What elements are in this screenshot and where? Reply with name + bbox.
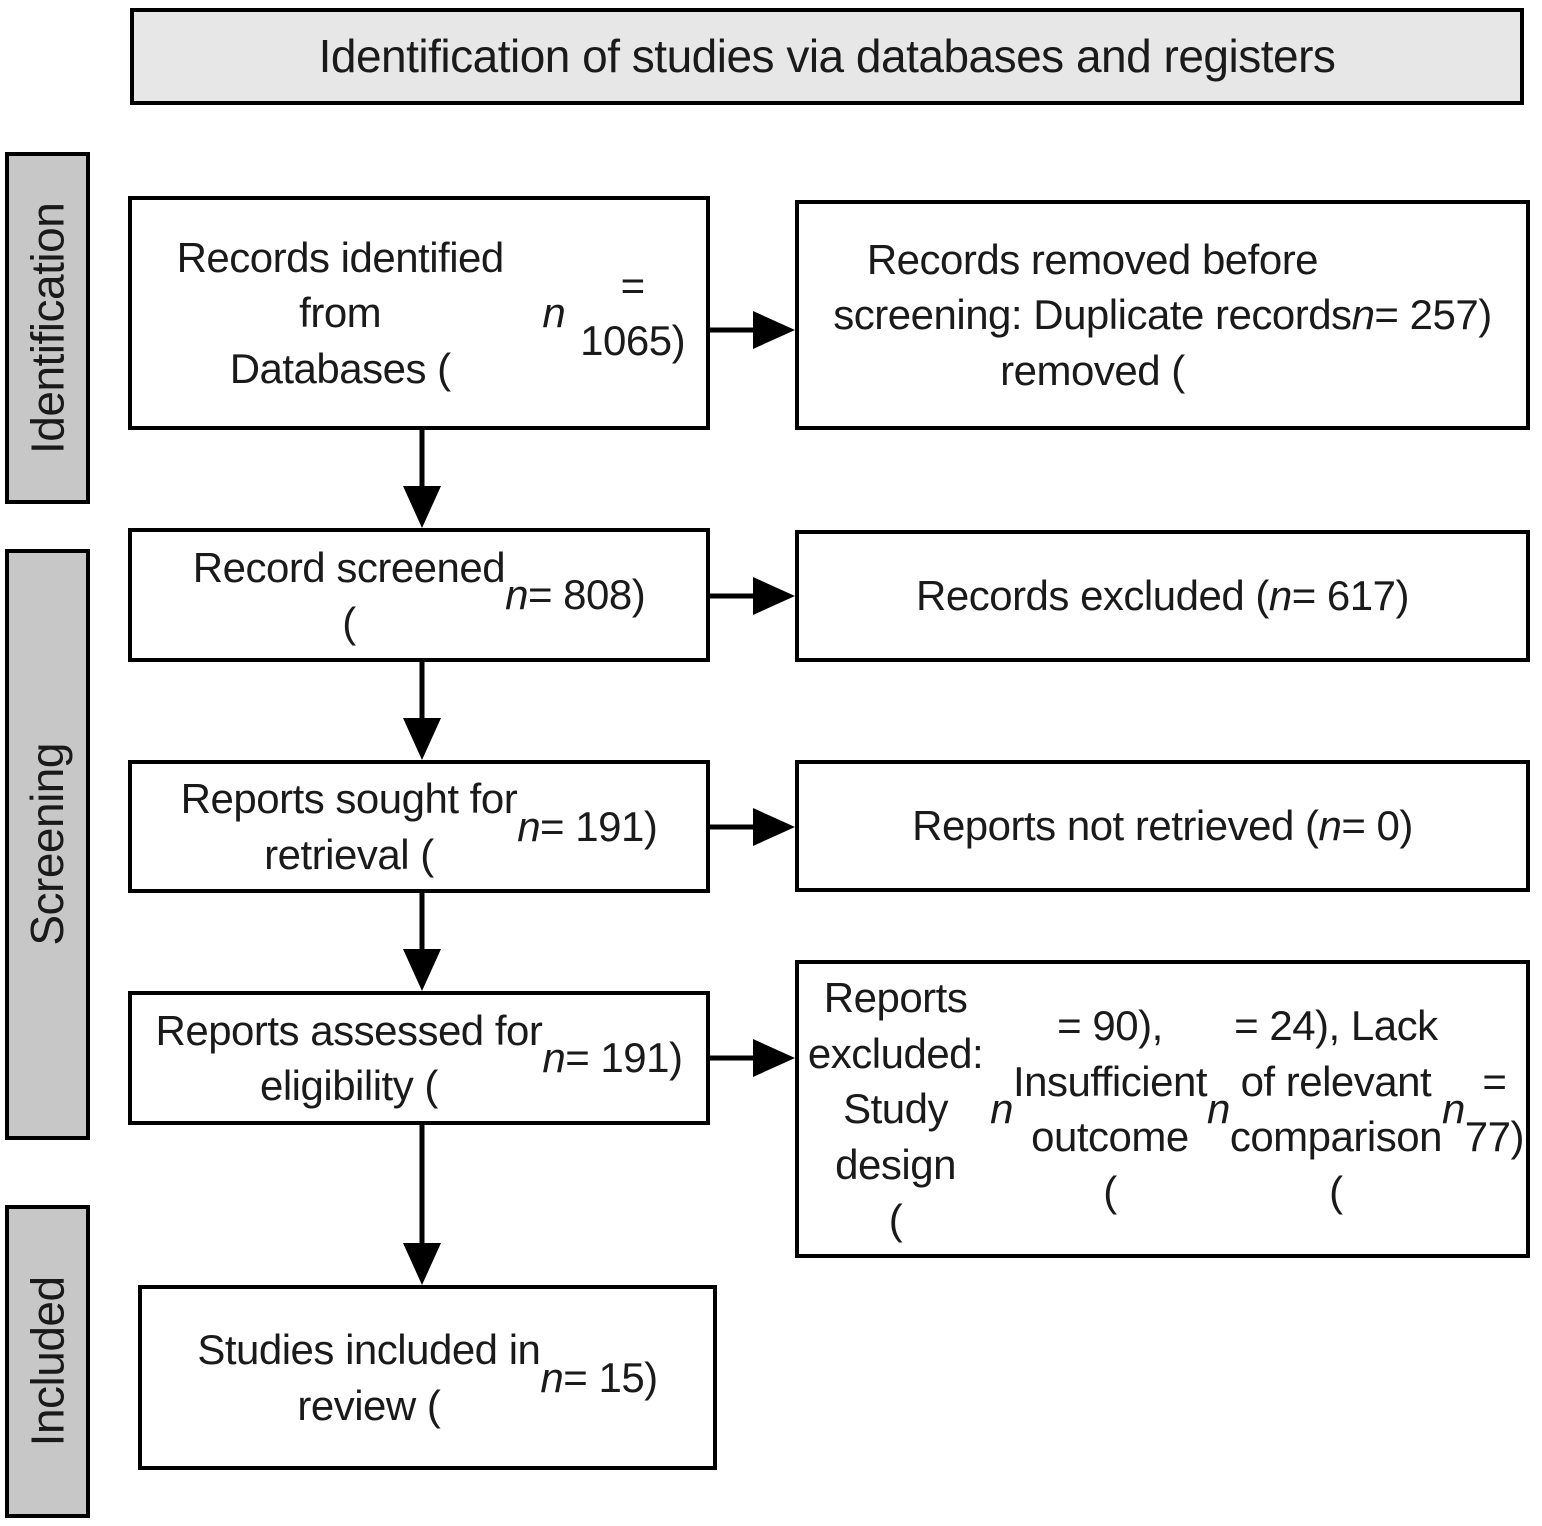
flow-box-reports-assessed: Reports assessed for eligibility (n = 19…	[128, 991, 710, 1125]
flow-box-reports-not-retrieved: Reports not retrieved (n = 0)	[795, 760, 1530, 892]
flow-box-studies-included: Studies included in review (n = 15)	[138, 1285, 717, 1470]
flow-box-reports-sought: Reports sought for retrieval (n = 191)	[128, 760, 710, 893]
arrow-down-identified-to-screened	[403, 430, 441, 528]
arrow-right-identified-to-removed	[710, 311, 795, 349]
stage-label-identification-text: Identification	[21, 202, 74, 454]
stage-label-included-text: Included	[21, 1276, 74, 1447]
stage-label-screening-text: Screening	[21, 743, 74, 946]
arrow-down-sought-to-assessed	[403, 893, 441, 991]
stage-label-identification: Identification	[5, 152, 90, 504]
arrow-right-assessed-to-reports-excluded	[710, 1039, 795, 1077]
title-banner: Identification of studies via databases …	[130, 8, 1524, 105]
flow-box-records-identified: Records identified from Databases (n = 1…	[128, 196, 710, 430]
flow-box-records-removed: Records removed before screening: Duplic…	[795, 200, 1530, 430]
flow-box-records-excluded: Records excluded (n = 617)	[795, 530, 1530, 662]
arrow-right-screened-to-excluded	[710, 577, 795, 615]
arrow-down-screened-to-sought	[403, 662, 441, 760]
arrow-down-assessed-to-included	[403, 1125, 441, 1285]
stage-label-screening: Screening	[5, 549, 90, 1140]
arrow-right-sought-to-not-retrieved	[710, 808, 795, 846]
flow-box-reports-excluded: Reports excluded: Study design (n = 90),…	[795, 960, 1530, 1258]
flow-box-records-screened: Record screened (n = 808)	[128, 528, 710, 662]
stage-label-included: Included	[5, 1205, 90, 1518]
